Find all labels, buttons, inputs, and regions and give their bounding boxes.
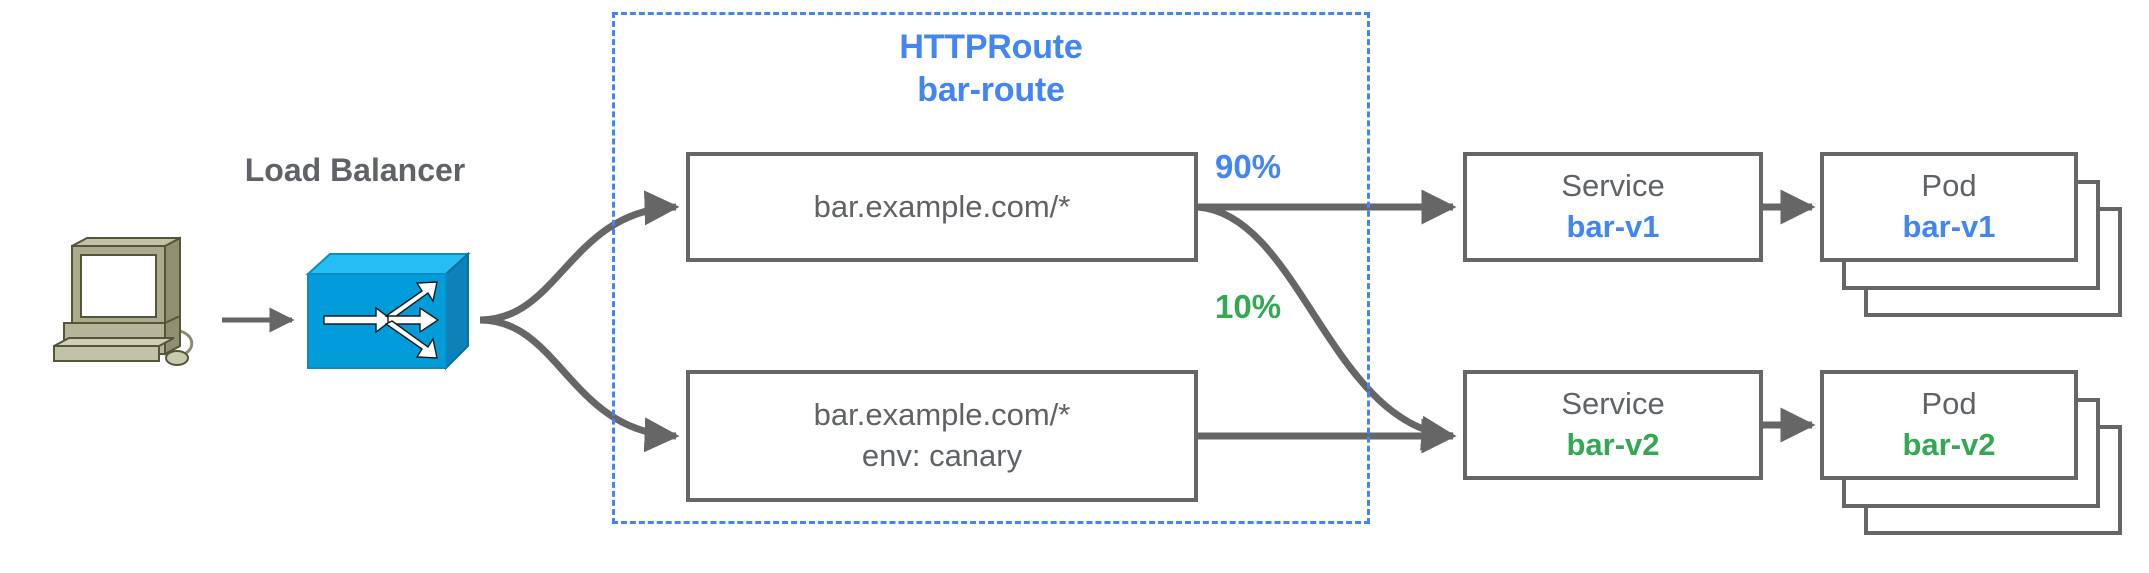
match-rule-host-line-1: bar.example.com/* — [813, 188, 1071, 224]
service-bar-v1-box[interactable]: Service bar-v1 — [1463, 152, 1763, 262]
service-bar-v1-kind: Service — [1561, 168, 1665, 204]
pod-bar-v2-stack[interactable]: Pod bar-v2 — [1820, 370, 2130, 535]
weight-label-10: 10% — [1215, 288, 1282, 325]
pod-bar-v2-replica-1[interactable]: Pod bar-v2 — [1820, 370, 2078, 480]
httproute-boundary — [612, 12, 1370, 524]
weight-label-90: 90% — [1215, 148, 1282, 185]
service-bar-v2-box[interactable]: Service bar-v2 — [1463, 370, 1763, 480]
httproute-name-label: bar-route — [917, 70, 1065, 109]
match-rule-canary-box[interactable]: bar.example.com/* env: canary — [686, 370, 1198, 502]
pod-bar-v2-kind: Pod — [1921, 386, 1977, 422]
match-rule-host-box[interactable]: bar.example.com/* — [686, 152, 1198, 262]
pod-bar-v2-name: bar-v2 — [1902, 427, 1996, 462]
service-bar-v2-kind: Service — [1561, 386, 1665, 422]
match-rule-canary-line-2: env: canary — [861, 438, 1023, 473]
computer-icon — [34, 228, 209, 368]
httproute-kind-label: HTTPRoute — [899, 28, 1083, 66]
httproute-title: HTTPRoute bar-route — [612, 26, 1370, 112]
pod-bar-v1-replica-1[interactable]: Pod bar-v1 — [1820, 152, 2078, 262]
pod-bar-v1-kind: Pod — [1921, 168, 1977, 204]
pod-bar-v1-stack[interactable]: Pod bar-v1 — [1820, 152, 2130, 317]
load-balancer-switch-icon — [300, 246, 475, 376]
service-bar-v1-name: bar-v1 — [1566, 209, 1660, 244]
match-rule-canary-line-1: bar.example.com/* — [813, 397, 1071, 433]
service-bar-v2-name: bar-v2 — [1566, 427, 1660, 462]
pod-bar-v1-name: bar-v1 — [1902, 209, 1996, 244]
load-balancer-label: Load Balancer — [244, 152, 466, 188]
